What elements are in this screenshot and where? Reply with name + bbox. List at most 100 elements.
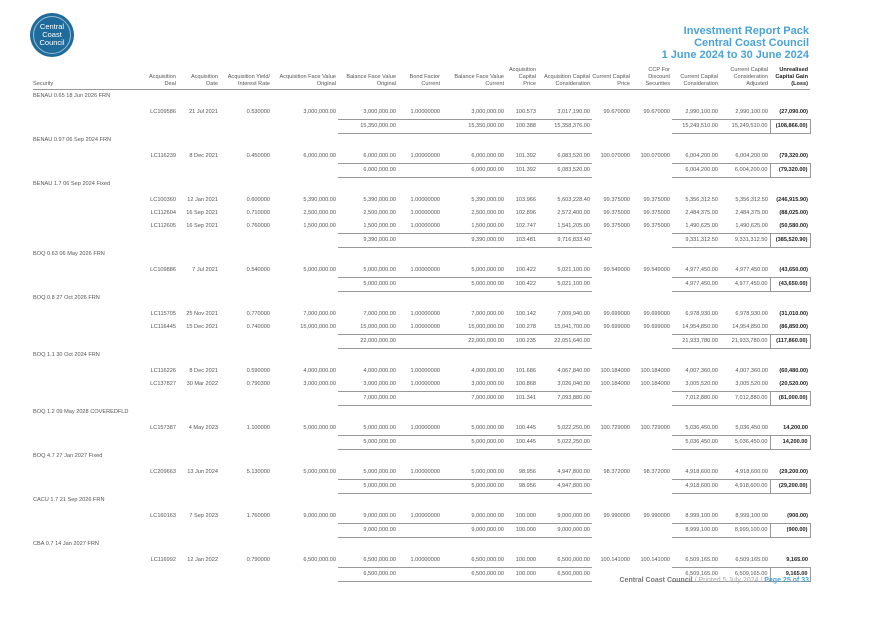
subtotal-cell: 6,004,200.00 <box>720 163 770 178</box>
empty-cell <box>592 120 632 134</box>
table-cell: 99.549000 <box>603 267 630 274</box>
empty-cell <box>272 164 338 178</box>
empty-cell <box>140 120 178 134</box>
table-cell: 4,000,000.00 <box>471 368 504 374</box>
empty-cell <box>398 334 442 349</box>
table-cell: 6,500,000.00 <box>557 557 590 563</box>
table-cell: 99.990000 <box>603 513 630 520</box>
subtotal-cell: 5,036,450.00 <box>720 435 770 450</box>
table-cell: 5,036,450.00 <box>685 425 718 431</box>
empty-cell <box>272 120 338 134</box>
table-cell: 5,000,000.00 <box>303 469 336 476</box>
empty-cell <box>398 163 442 178</box>
table-cell: (60,480.00) <box>779 368 808 374</box>
table-cell: 99.990000 <box>643 513 670 520</box>
empty-cell <box>33 234 140 248</box>
column-header: Acquisition Face Value Original <box>272 67 338 90</box>
empty-cell <box>178 568 220 582</box>
report-org: Central Coast Council <box>694 37 809 49</box>
table-cell: 1.00000000 <box>410 210 440 216</box>
empty-cell <box>140 335 178 349</box>
subtotal-cell: 5,000,000.00 <box>338 479 398 494</box>
page-footer: Central Coast Council / Printed 5 July 2… <box>620 577 810 584</box>
table-cell: 99.699000 <box>603 311 630 317</box>
subtotal-cell: 4,918,600.00 <box>672 479 720 494</box>
table-cell: 5,000,000.00 <box>471 267 504 273</box>
table-cell: (900.00) <box>787 513 808 519</box>
empty-cell <box>33 335 140 349</box>
table-cell: 1,490,625.00 <box>735 223 768 229</box>
table-cell: 7,009,940.00 <box>557 311 590 317</box>
empty-cell <box>220 234 272 248</box>
table-cell: 0.530000 <box>246 109 270 116</box>
table-cell: 102.747 <box>515 223 536 229</box>
empty-cell <box>140 568 178 582</box>
subtotal-cell: (108,866.00) <box>769 119 811 134</box>
security-name: BENAU 0.97 06 Sep 2024 FRN <box>33 136 112 143</box>
security-name: BOQ 1.1 30 Oct 2024 FRN <box>33 351 100 358</box>
table-cell: 98.956 <box>518 469 536 475</box>
subtotal-cell: 21,933,780.00 <box>672 334 720 349</box>
table-cell: 1.00000000 <box>410 469 440 475</box>
table-cell: LC115705 <box>150 311 176 317</box>
security-name: BENAU 0.65 18 Jun 2026 FRN <box>33 92 111 99</box>
security-group-row: CACU 1.7 21 Sep 2026 FRN <box>33 494 810 507</box>
subtotal-cell: 100.422 <box>506 277 538 292</box>
security-name: CACU 1.7 21 Sep 2026 FRN <box>33 496 105 503</box>
table-cell: 8,999,100.00 <box>735 513 768 519</box>
report-header: Investment Report Pack Central Coast Cou… <box>662 25 809 61</box>
empty-cell <box>33 264 140 278</box>
table-cell: 15,000,000.00 <box>468 324 504 330</box>
table-cell: 1,500,000.00 <box>303 223 336 230</box>
empty-cell <box>398 119 442 134</box>
table-cell: 5,000,000.00 <box>303 425 336 432</box>
subtotal-cell: 6,000,000.00 <box>442 163 506 178</box>
security-group-row: BOQ 1.1 30 Oct 2024 FRN <box>33 349 810 362</box>
column-header: Balance Face Value Original <box>338 67 398 90</box>
report-period: 1 June 2024 to 30 June 2024 <box>661 49 809 61</box>
table-cell: LC157387 <box>150 425 176 432</box>
subtotal-cell: 7,000,000.00 <box>442 391 506 406</box>
empty-cell <box>33 308 140 321</box>
table-cell: 2,990,100.00 <box>685 109 718 115</box>
subtotal-cell: 6,500,000.00 <box>538 567 592 582</box>
table-cell: 4,000,000.00 <box>303 368 336 374</box>
empty-cell <box>592 436 632 450</box>
table-cell: 0.540000 <box>246 267 270 274</box>
table-cell: 3,017,190.00 <box>557 109 590 115</box>
subtotal-cell: 4,947,800.00 <box>538 479 592 494</box>
subtotal-cell: 6,509,165.00 <box>720 567 770 582</box>
table-cell: 1.00000000 <box>410 197 440 203</box>
empty-cell <box>220 278 272 292</box>
table-cell: 1.100000 <box>246 425 270 432</box>
subtotal-cell: 7,012,880.00 <box>720 391 770 406</box>
empty-cell <box>178 524 220 538</box>
empty-cell <box>272 568 338 582</box>
subtotal-cell: 5,000,000.00 <box>338 435 398 450</box>
table-cell: 5,000,000.00 <box>363 425 396 431</box>
table-cell: 25 Nov 2021 <box>186 311 218 317</box>
security-group-row: BOQ 0.8 27 Oct 2026 FRN <box>33 292 810 305</box>
empty-cell <box>33 466 140 480</box>
table-cell: 6,978,930.00 <box>735 311 768 317</box>
empty-cell <box>33 554 140 568</box>
empty-cell <box>33 220 140 234</box>
table-cell: 4,000,000.00 <box>363 368 396 374</box>
table-cell: (27,090.00) <box>779 109 808 115</box>
footer-printed: / Printed 5 July 2024 / <box>694 577 763 584</box>
empty-cell <box>33 378 140 392</box>
empty-cell <box>33 510 140 524</box>
empty-cell <box>220 392 272 406</box>
table-cell: 100.000 <box>515 557 536 563</box>
subtotal-cell: 9,000,000.00 <box>442 523 506 538</box>
table-cell: LC160163 <box>150 513 176 520</box>
table-cell: 99.670000 <box>603 109 630 116</box>
subtotal-cell: 9,000,000.00 <box>538 523 592 538</box>
